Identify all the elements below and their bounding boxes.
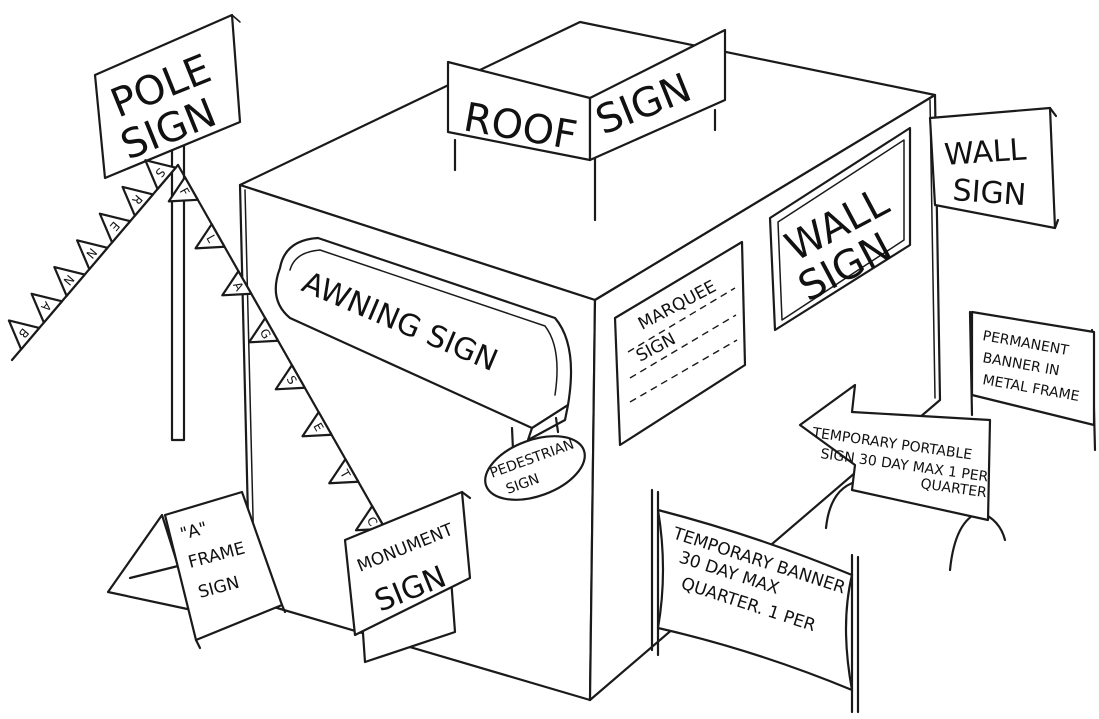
banners-pennant-5: A	[23, 283, 62, 322]
banners-pennant-2: E	[91, 203, 130, 242]
projecting-wall-sign: WALL SIGN	[930, 108, 1058, 228]
projecting-wall-sign-word-1: WALL	[943, 132, 1027, 173]
banners-pennant-4: N	[45, 256, 84, 295]
banners-pennant-6: B	[0, 310, 39, 349]
banners-pennant-1: R	[113, 176, 152, 215]
projecting-wall-sign-word-2: SIGN	[951, 173, 1027, 213]
flags-pennant-1: L	[189, 224, 224, 259]
banners-pennant-3: N	[68, 230, 107, 269]
